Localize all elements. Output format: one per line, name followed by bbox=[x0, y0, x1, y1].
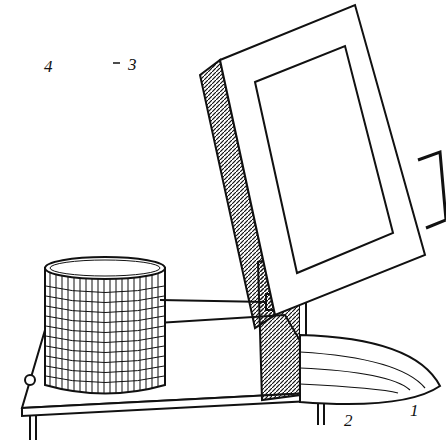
callout-number: 1 bbox=[410, 402, 419, 419]
cover-lid bbox=[200, 5, 446, 328]
callout-number: 3 bbox=[128, 56, 137, 73]
bimetal-plate bbox=[300, 335, 440, 404]
callout-number: 2 bbox=[344, 412, 353, 429]
dash-mark bbox=[113, 62, 120, 64]
callout-number: 4 bbox=[44, 58, 53, 75]
recording-drum bbox=[40, 257, 170, 400]
